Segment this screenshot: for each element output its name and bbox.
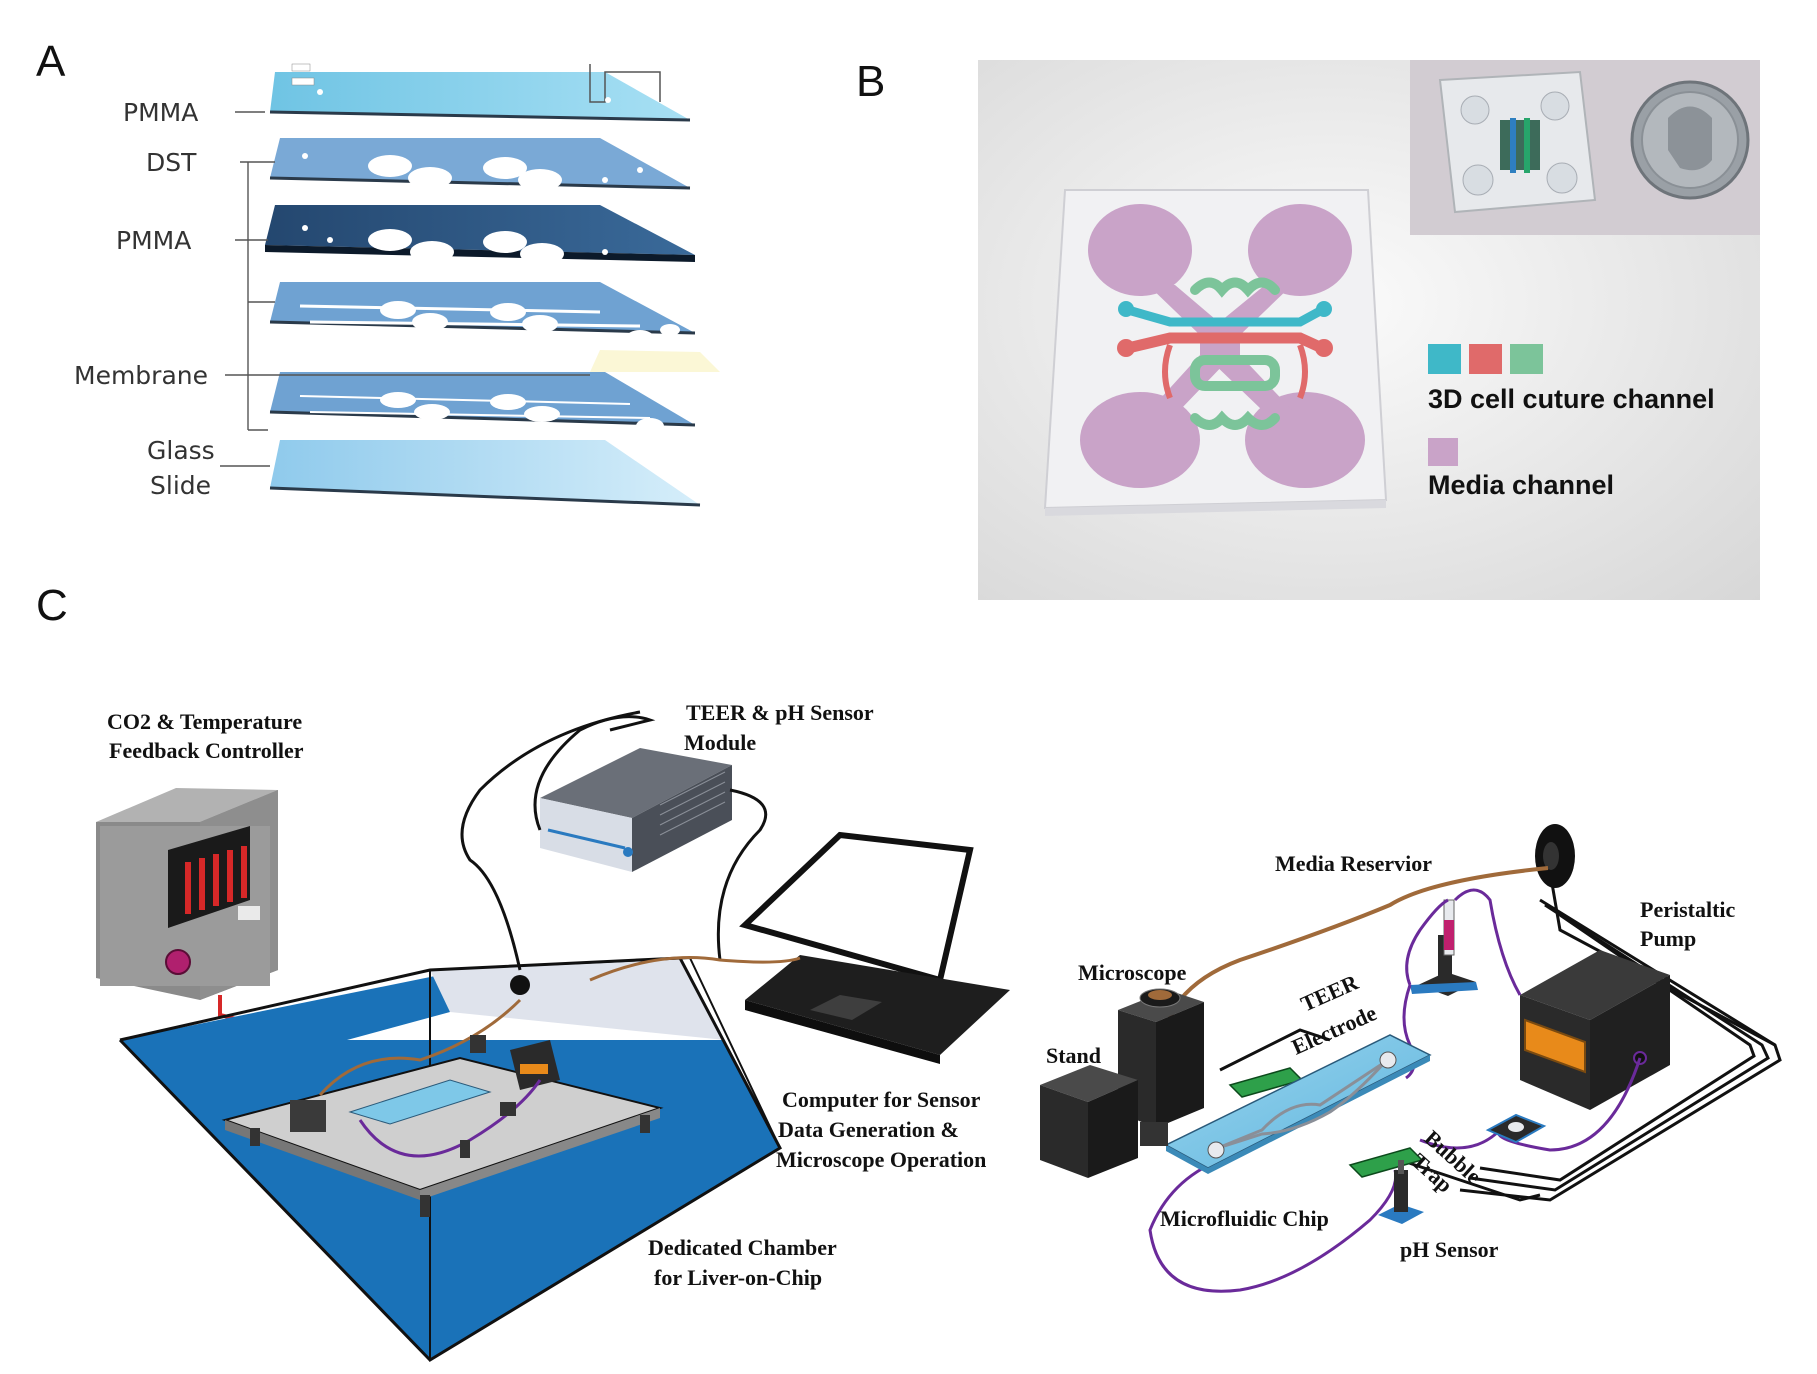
chip-render: [1043, 189, 1388, 516]
cell-channel-red: [1122, 332, 1328, 354]
panel-c: C CO2 & Temperature Feedback Controller: [36, 581, 1782, 1362]
chip-legend: 3D cell cuture channel Media channel: [1428, 344, 1715, 500]
stand: [1040, 1065, 1138, 1178]
label-chamber-1: Dedicated Chamber: [648, 1235, 837, 1260]
module-cable: [460, 710, 641, 971]
blue-outlet: [1316, 301, 1332, 317]
cell-channel-blue: [1123, 305, 1327, 327]
cell-channel-green: [1190, 277, 1280, 430]
layer-dst: [269, 138, 691, 191]
legend-label-cell-channel: 3D cell cuture channel: [1428, 384, 1715, 414]
panel-a-letter: A: [36, 37, 66, 86]
panel-c-letter: C: [36, 581, 68, 630]
reservoir-holder: [1410, 899, 1478, 996]
label-pmma-mid: PMMA: [116, 226, 191, 255]
label-microscope: Microscope: [1078, 960, 1187, 985]
pump-tubing-black: [1219, 898, 1782, 1202]
inset-photo: [1410, 60, 1760, 235]
label-teer-module-1: TEER & pH Sensor: [686, 700, 874, 725]
label-chamber-2: for Liver-on-Chip: [654, 1265, 822, 1290]
label-glass: Glass: [147, 436, 215, 465]
label-membrane: Membrane: [74, 361, 208, 390]
layer-pmma-top: [269, 63, 691, 122]
media-tubing-purple: [1148, 888, 1642, 1293]
layer-pointer-lines: [220, 111, 590, 467]
label-pump-1: Peristaltic: [1640, 897, 1736, 922]
teer-electrodes: [1228, 1067, 1424, 1178]
red-outlet: [1315, 339, 1333, 357]
red-inlet: [1117, 339, 1135, 357]
blue-inlet: [1118, 301, 1134, 317]
co2-controller: [96, 788, 278, 1000]
bubble-trap: [1485, 1113, 1547, 1144]
module-cable: [716, 788, 768, 961]
panel-b: B: [856, 57, 1760, 600]
layer-channel-lower: [269, 372, 696, 448]
teer-ph-module: [540, 748, 732, 872]
panel-a: A: [36, 37, 720, 507]
label-ph-sensor: pH Sensor: [1400, 1237, 1499, 1262]
media-channel: [1080, 204, 1365, 488]
label-dst: DST: [146, 148, 197, 177]
label-teer-module-2: Module: [684, 730, 756, 755]
microscope: [1118, 988, 1204, 1146]
laptop-cable: [589, 956, 801, 982]
legend-swatch-green: [1510, 344, 1543, 374]
membrane-sheet: [590, 350, 720, 372]
label-pmma-top: PMMA: [123, 98, 198, 127]
ph-sensor: [1378, 1160, 1424, 1224]
label-computer-2: Data Generation &: [778, 1117, 959, 1142]
label-co2-controller-2: Feedback Controller: [109, 738, 304, 763]
layer-glass-slide: [269, 440, 701, 507]
red-side-channel: [1162, 343, 1173, 400]
label-stand: Stand: [1046, 1043, 1101, 1068]
legend-swatch-red: [1469, 344, 1502, 374]
label-co2-controller-1: CO2 & Temperature: [107, 709, 302, 734]
microfluidic-chip: [1164, 1034, 1432, 1174]
label-pump-2: Pump: [1640, 926, 1696, 951]
media-reservoir: [1535, 824, 1575, 888]
legend-swatch-media: [1428, 438, 1458, 466]
red-side-channel: [1297, 343, 1308, 400]
layer-pmma-mid: [265, 205, 695, 265]
label-microfluidic-chip: Microfluidic Chip: [1160, 1206, 1329, 1231]
panel-b-letter: B: [856, 57, 885, 106]
module-cable: [533, 715, 656, 831]
legend-swatch-blue: [1428, 344, 1461, 374]
legend-label-media-channel: Media channel: [1428, 470, 1614, 500]
label-computer-1: Computer for Sensor: [782, 1087, 981, 1112]
label-media-reservoir: Media Reservior: [1275, 851, 1432, 876]
laptop: [739, 831, 1010, 1064]
dedicated-chamber: [118, 956, 782, 1362]
layer-channel-upper: [269, 282, 696, 346]
label-computer-3: Microscope Operation: [776, 1147, 986, 1172]
peristaltic-pump: [1520, 950, 1670, 1110]
label-slide: Slide: [150, 471, 211, 500]
